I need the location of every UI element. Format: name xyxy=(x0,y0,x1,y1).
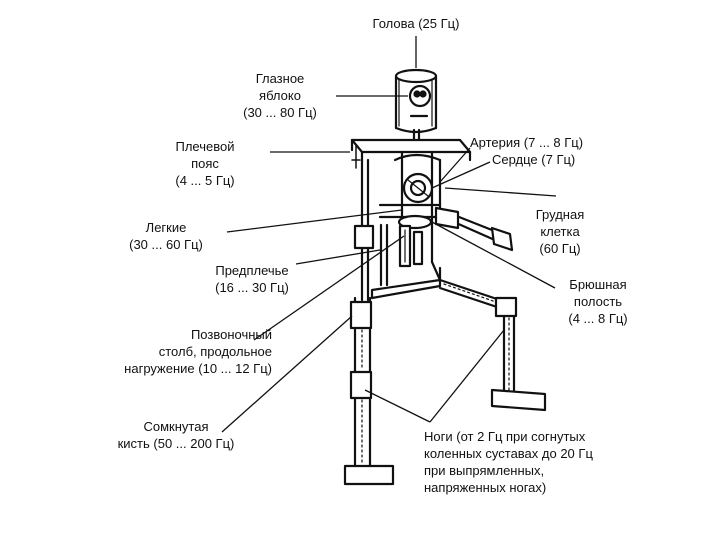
heart-figure xyxy=(402,172,434,204)
label-artery-heart: Артерия (7 ... 8 Гц) Сердце (7 Гц) xyxy=(470,135,584,167)
pelvis-bar xyxy=(370,260,502,310)
right-arm xyxy=(434,206,514,252)
leader-abdomen xyxy=(431,221,556,289)
label-shoulder-girdle: Плечевой пояс (4 ... 5 Гц) xyxy=(175,139,235,188)
leader-forearm xyxy=(295,249,381,265)
eyeball-mark xyxy=(408,84,432,108)
torso-frame xyxy=(378,150,442,268)
leader-fist xyxy=(221,315,353,433)
label-legs: Ноги (от 2 Гц при согнутых коленных суст… xyxy=(424,429,593,495)
label-head: Голова (25 Гц) xyxy=(372,16,460,31)
label-forearm: Предплечье (16 ... 30 Гц) xyxy=(215,263,289,295)
label-fist: Сомкнутая кисть (50 ... 200 Гц) xyxy=(117,419,235,451)
leader-lines xyxy=(221,36,557,433)
leader-spine xyxy=(253,235,405,341)
label-spine: Позвоночный столб, продольное нагружение… xyxy=(124,327,272,376)
right-leg xyxy=(490,296,547,412)
leader-legs-right xyxy=(429,329,505,423)
leader-artery xyxy=(439,147,471,183)
leader-chest xyxy=(444,187,557,197)
head-figure xyxy=(394,68,438,144)
label-chest: Грудная клетка (60 Гц) xyxy=(535,207,585,256)
left-arm xyxy=(353,158,389,302)
label-eyeball: Глазное яблоко (30 ... 80 Гц) xyxy=(243,71,317,120)
label-lungs: Легкие (30 ... 60 Гц) xyxy=(129,220,203,252)
left-leg xyxy=(343,296,395,486)
leader-lungs xyxy=(226,209,403,233)
label-abdomen: Брюшная полость (4 ... 8 Гц) xyxy=(568,277,628,326)
leader-heart xyxy=(431,161,491,189)
leader-legs-left xyxy=(364,389,431,423)
shoulder-bar xyxy=(350,138,472,169)
